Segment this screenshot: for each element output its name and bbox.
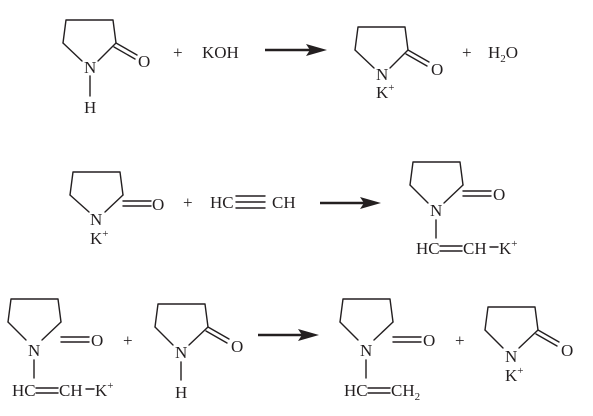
row1-p-oxygen: O <box>431 60 443 79</box>
row3-plus-1: + <box>123 331 133 350</box>
row3-product1-n-vinylpyrrolidone: N O HC CH2 <box>339 298 435 403</box>
row3-reactant1-vinyl-potassium: N O HC CH K+ <box>7 298 114 400</box>
row1-r-ring-bonds <box>62 19 117 44</box>
row2-r-bond-nc2 <box>104 194 124 213</box>
row3-r1-chain-left: HC <box>12 381 36 400</box>
row2-r-ring-bonds <box>69 171 124 196</box>
row1-arrow-head <box>306 44 327 56</box>
row2-p-ring-bonds <box>409 161 464 186</box>
row2-p-bond-c5n <box>409 184 429 204</box>
row2-reaction-arrow <box>320 197 381 209</box>
row3-p1-oxygen: O <box>423 331 435 350</box>
row3-product2-potassium-pyrrolidonate: N O K+ <box>484 306 573 385</box>
row2-p-oxygen: O <box>493 185 505 204</box>
row3-r1-chain-right: CH <box>59 381 83 400</box>
row3-r2-carbonyl-double-bond <box>205 326 230 344</box>
row1-p-bond-c5n <box>354 49 375 69</box>
row3-r1-ring-bonds <box>7 298 62 323</box>
row3-r2-bond-c5n <box>154 326 174 346</box>
row2-acetylene-triple-bond <box>235 195 266 209</box>
row3-p1-vinyl-double-bond <box>367 387 391 394</box>
row2-r-oxygen: O <box>152 195 164 214</box>
row3-r1-bond-c5n <box>7 321 27 341</box>
row2-reagent-acetylene: HC CH <box>210 193 296 212</box>
row3-r2-ring-bonds <box>154 303 209 328</box>
row3-plus-2: + <box>455 331 465 350</box>
row1-p-bond-nc2 <box>389 49 409 69</box>
row1-byproduct-water: H2O <box>488 43 518 65</box>
row3-arrow-head <box>298 329 319 341</box>
row3-p1-chain-right: CH2 <box>391 381 420 403</box>
row3-p2-bond-nc2 <box>518 329 539 349</box>
row1-reaction-arrow <box>265 44 327 56</box>
row1-p-carbonyl-double-bond <box>405 49 430 67</box>
row3-p1-bond-c5n <box>339 321 359 341</box>
row3-r2-bond-nc2 <box>188 326 209 346</box>
row2-r-counterion: K+ <box>90 228 109 248</box>
row1-reagent-koh: KOH <box>202 43 239 62</box>
row3-p1-chain-left: HC <box>344 381 368 400</box>
row3-r1-nitrogen: N <box>28 341 40 360</box>
row3-r2-oxygen: O <box>231 337 243 356</box>
row3-p1-nitrogen: N <box>360 341 372 360</box>
row1-p-counterion: K+ <box>376 82 395 102</box>
row2-reactant-potassium-pyrrolidonate: N O K+ <box>69 171 164 248</box>
row2-plus-1: + <box>183 193 193 212</box>
row1-r-hydrogen: H <box>84 98 96 117</box>
row2-arrow-head <box>360 197 381 209</box>
row3-r1-oxygen: O <box>91 331 103 350</box>
row1-r-bond-c5n <box>62 42 83 62</box>
row3-r1-carbonyl-double-bond <box>60 336 90 343</box>
row3-p2-counterion: K+ <box>505 365 524 385</box>
row1-plus-2: + <box>462 43 472 62</box>
row3-p2-bond-c5n <box>484 329 504 349</box>
row1-product-potassium-pyrrolidonate: N O K+ <box>354 26 443 102</box>
row1-p-ring-bonds <box>354 26 409 51</box>
row2-p-chain-left: HC <box>416 239 440 258</box>
row2-acetylene-right: CH <box>272 193 296 212</box>
row2-p-carbonyl-double-bond <box>462 190 492 197</box>
row3-p2-ring-bonds <box>484 306 539 331</box>
row2-product-vinyl-potassium: N O HC CH K+ <box>409 161 518 258</box>
row3-reaction-arrow <box>258 329 319 341</box>
row2-p-vinyl-double-bond <box>439 245 463 252</box>
row1-reactant-pyrrolidone: N O H <box>62 19 150 117</box>
row3-p2-oxygen: O <box>561 341 573 360</box>
row3-r1-counterion: K+ <box>95 380 114 400</box>
row3-p1-carbonyl-double-bond <box>392 336 422 343</box>
row3-reactant2-pyrrolidone: N O H <box>154 303 243 402</box>
row3-r2-nitrogen: N <box>175 343 187 362</box>
row1-r-nitrogen: N <box>84 58 96 77</box>
row2-p-chain-right: CH <box>463 239 487 258</box>
row1-plus-1: + <box>173 43 183 62</box>
row3-r1-bond-nc2 <box>41 321 62 341</box>
row2-r-nitrogen: N <box>90 210 102 229</box>
row1-r-bond-nc2 <box>97 42 117 62</box>
row2-r-carbonyl-double-bond <box>122 200 152 207</box>
row3-r1-vinyl-double-bond <box>35 387 59 394</box>
row2-r-bond-c5n <box>69 194 90 213</box>
row3-p1-ring-bonds <box>339 298 394 323</box>
row1-p-nitrogen: N <box>376 65 388 84</box>
row3-p2-nitrogen: N <box>505 347 517 366</box>
row3-p2-carbonyl-double-bond <box>535 329 560 347</box>
row3-p1-bond-nc2 <box>373 321 394 341</box>
row2-p-counterion: K+ <box>499 238 518 258</box>
row2-p-bond-nc2 <box>443 184 464 204</box>
row2-p-nitrogen: N <box>430 201 442 220</box>
row1-r-carbonyl-double-bond <box>113 42 138 60</box>
row1-r-oxygen: O <box>138 52 150 71</box>
row2-acetylene-left: HC <box>210 193 234 212</box>
row3-r2-hydrogen: H <box>175 383 187 402</box>
